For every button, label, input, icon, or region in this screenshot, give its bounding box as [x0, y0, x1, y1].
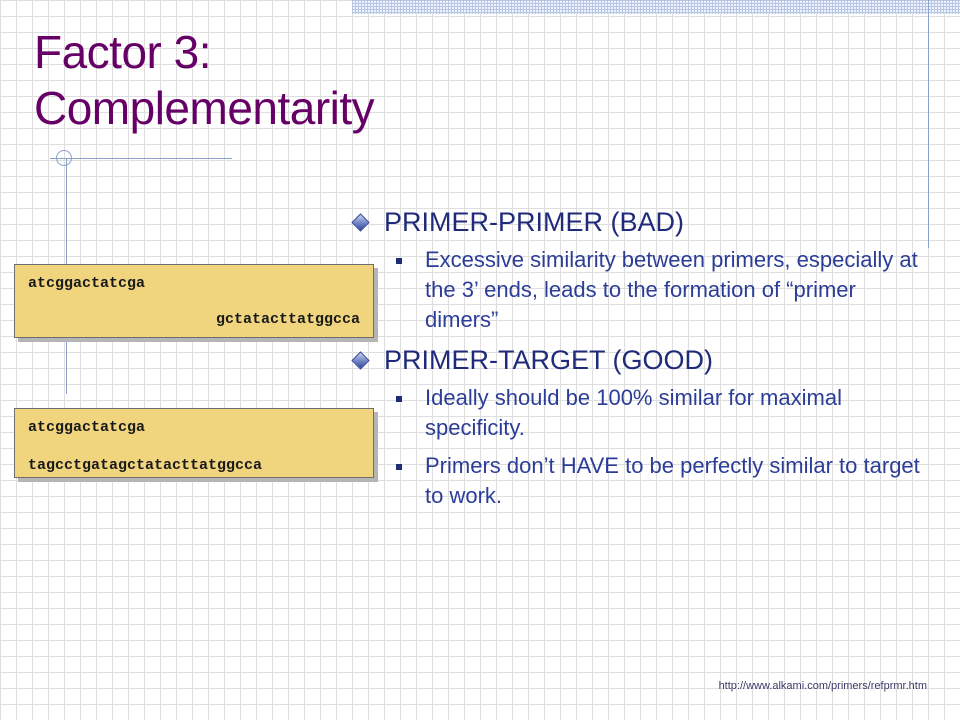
sequence-line: gctatacttatggcca: [215, 311, 360, 328]
decorative-vertical-line-right: [928, 0, 929, 248]
bullet-heading-text: PRIMER-PRIMER (BAD): [384, 207, 685, 237]
sub-bullet-text: Primers don’t HAVE to be perfectly simil…: [425, 453, 920, 508]
sequence-box-primer-dimer: atcggactatcga gctatacttatggcca: [14, 264, 374, 338]
decorative-crosshair-circle: [56, 150, 72, 166]
bullet-heading-primer-primer: PRIMER-PRIMER (BAD): [350, 205, 950, 239]
sequence-line: tagcctgatagctatacttatggcca: [28, 457, 263, 474]
decorative-horizontal-line: [50, 158, 232, 159]
slide-title-line1: Factor 3:: [34, 26, 212, 78]
bullet-list: PRIMER-PRIMER (BAD) Excessive similarity…: [350, 205, 950, 519]
sequence-box-primer-target: atcggactatcga tagcctgatagctatacttatggcca: [14, 408, 374, 478]
slide-title: Factor 3: Complementarity: [34, 24, 375, 136]
bullet-heading-text: PRIMER-TARGET (GOOD): [384, 345, 713, 375]
diamond-bullet-icon: [351, 213, 370, 232]
square-bullet-icon: [396, 396, 402, 402]
sub-bullet: Excessive similarity between primers, es…: [350, 245, 930, 335]
sub-bullet-text: Excessive similarity between primers, es…: [425, 247, 918, 332]
diamond-bullet-icon: [351, 351, 370, 370]
sub-bullet: Primers don’t HAVE to be perfectly simil…: [350, 451, 930, 511]
sequence-line: atcggactatcga: [28, 419, 146, 436]
square-bullet-icon: [396, 464, 402, 470]
sub-bullet-text: Ideally should be 100% similar for maxim…: [425, 385, 842, 440]
sequence-line: atcggactatcga: [28, 275, 146, 292]
top-decorative-band: [352, 0, 960, 14]
bullet-heading-primer-target: PRIMER-TARGET (GOOD): [350, 343, 950, 377]
square-bullet-icon: [396, 258, 402, 264]
slide-title-line2: Complementarity: [34, 82, 375, 134]
sub-bullet: Ideally should be 100% similar for maxim…: [350, 383, 930, 443]
source-url: http://www.alkami.com/primers/refprmr.ht…: [718, 680, 927, 692]
